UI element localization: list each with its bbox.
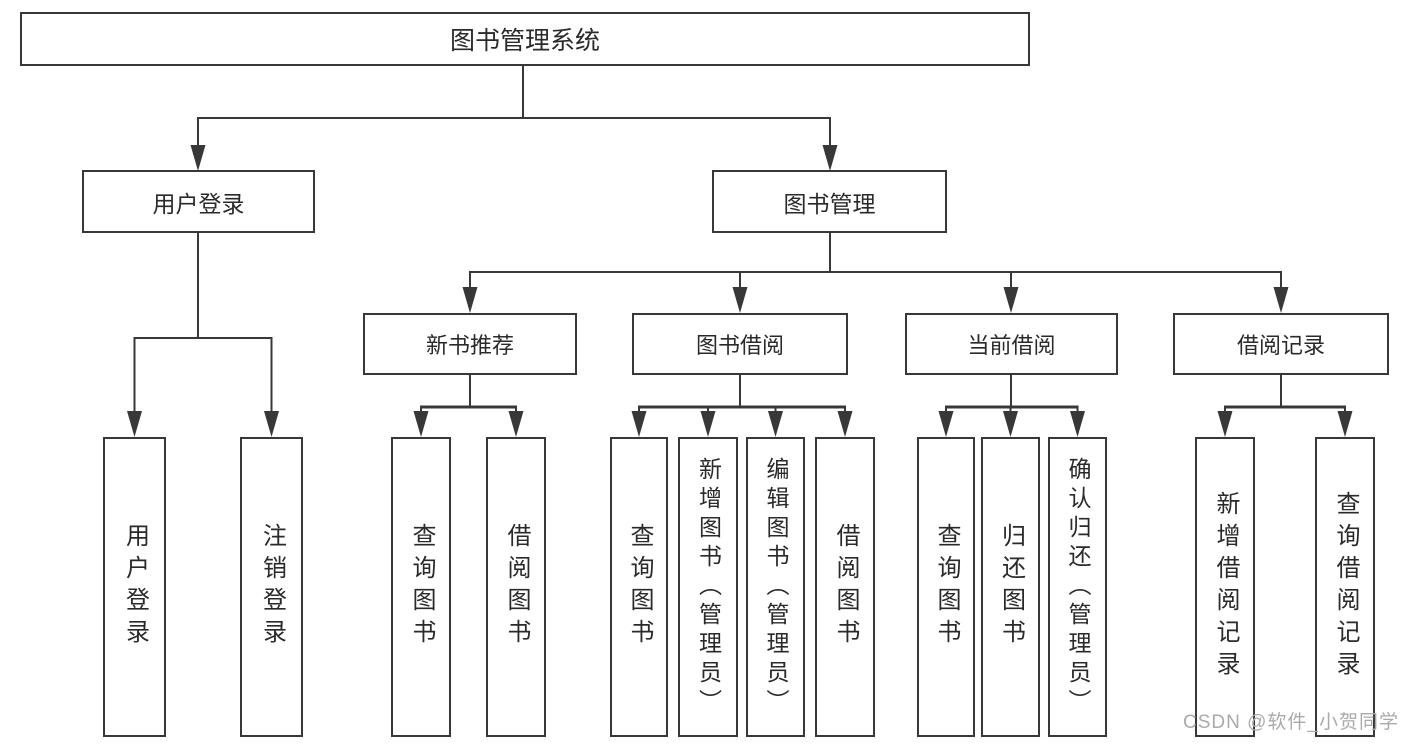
node-new-book-recommendation: 新书推荐 <box>363 313 577 375</box>
leaf-user-login: 用户登录 <box>103 437 166 737</box>
node-book-management: 图书管理 <box>712 170 947 233</box>
node-book-borrowing: 图书借阅 <box>632 313 848 375</box>
leaf-add-borrow-record: 新增借阅记录 <box>1195 437 1255 737</box>
leaf-query-borrow-record: 查询借阅记录 <box>1315 437 1375 737</box>
leaf-borrow-books-borrowing: 借阅图书 <box>815 437 875 737</box>
csdn-watermark: CSDN @软件_小贺同学 <box>1183 712 1399 733</box>
leaf-add-books-admin: 新增图书（管理员） <box>678 437 738 737</box>
leaf-edit-books-admin: 编辑图书（管理员） <box>746 437 805 737</box>
leaf-borrow-books-recommend: 借阅图书 <box>486 437 546 737</box>
leaf-query-books-borrowing: 查询图书 <box>610 437 668 737</box>
node-current-borrowing: 当前借阅 <box>905 313 1118 375</box>
leaf-query-books-recommend: 查询图书 <box>391 437 451 737</box>
leaf-logout: 注销登录 <box>240 437 303 737</box>
node-library-management-system: 图书管理系统 <box>20 12 1030 66</box>
node-borrowing-records: 借阅记录 <box>1173 313 1389 375</box>
leaf-confirm-return-admin: 确认归还（管理员） <box>1048 437 1107 737</box>
leaf-return-books: 归还图书 <box>981 437 1040 737</box>
node-user-login: 用户登录 <box>82 170 315 233</box>
leaf-query-books-current: 查询图书 <box>917 437 975 737</box>
